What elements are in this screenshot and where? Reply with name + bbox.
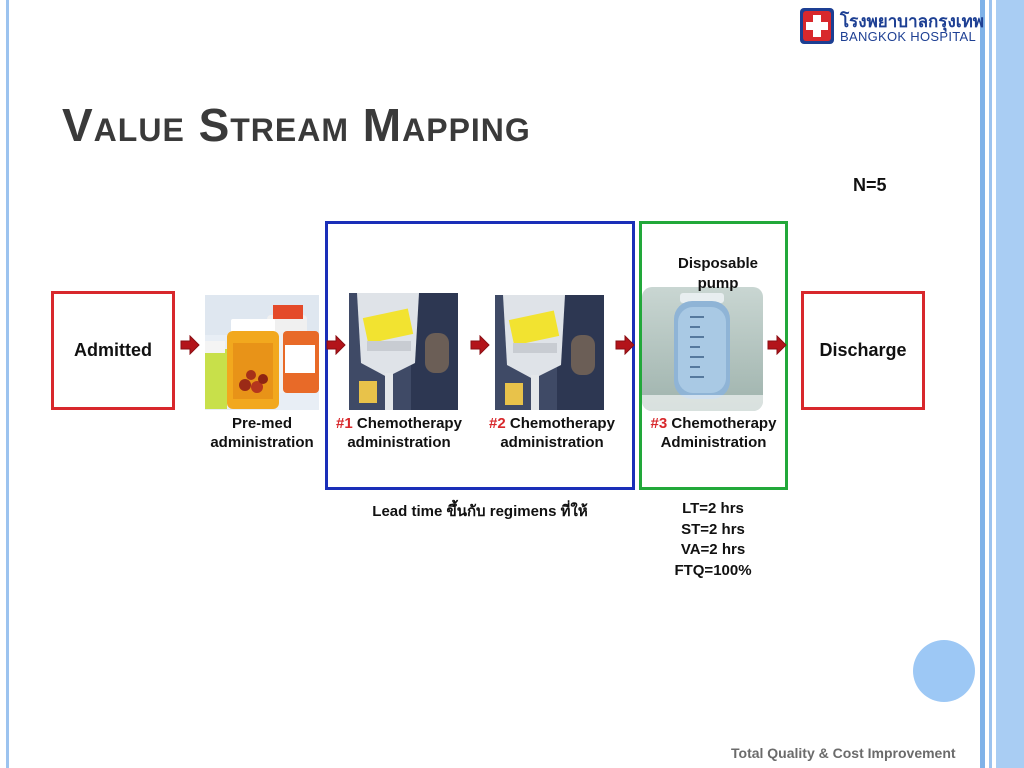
metric-lt: LT=2 hrs — [682, 500, 744, 517]
flow-arrow-icon — [326, 335, 346, 355]
lead-time-note: Lead time ขึ้นกับ regimens ที่ให้ — [372, 503, 588, 520]
left-decor-rule — [6, 0, 9, 768]
disposable-pump-photo — [642, 287, 763, 411]
bangkok-hospital-logo: โรงพยาบาลกรุงเทพ BANGKOK HOSPITAL — [798, 6, 984, 46]
step-caption-chemo-1: #1 Chemotherapy administration — [336, 415, 462, 451]
decor-circle — [913, 640, 975, 702]
flow-arrow-icon — [470, 335, 490, 355]
metrics-list: LT=2 hrs ST=2 hrs VA=2 hrs FTQ=100% — [648, 499, 778, 581]
step-caption-chemo-3: #3 Chemotherapy Administration — [650, 415, 777, 451]
chemo-1-photo — [349, 293, 458, 410]
admitted-box: Admitted — [51, 291, 175, 410]
step-caption-pre-med: Pre-med administration — [210, 415, 314, 451]
footer-text: Total Quality & Cost Improvement — [731, 745, 956, 761]
pre-med-photo — [205, 295, 319, 410]
page-title: Value Stream Mapping — [62, 99, 531, 151]
metric-ftq: FTQ=100% — [674, 561, 752, 579]
step-caption-chemo-2: #2 Chemotherapy administration — [489, 415, 615, 451]
flow-arrow-icon — [615, 335, 635, 355]
logo-english-text: BANGKOK HOSPITAL — [840, 29, 977, 44]
sample-size-label: N=5 — [853, 175, 887, 195]
metric-st: ST=2 hrs — [681, 520, 745, 538]
discharge-box: Discharge — [801, 291, 925, 410]
pump-group-box-green — [639, 221, 788, 490]
flow-arrow-icon — [180, 335, 200, 355]
logo-thai-text: โรงพยาบาลกรุงเทพ — [840, 12, 984, 31]
chemo-2-photo — [495, 295, 604, 410]
hospital-cross-icon — [800, 8, 834, 44]
flow-arrow-icon — [767, 335, 787, 355]
metric-va: VA=2 hrs — [680, 541, 746, 558]
disposable-pump-label: Disposable pump — [677, 255, 759, 292]
right-decor-bars — [980, 0, 1024, 768]
chemo-group-box-blue — [325, 221, 635, 490]
